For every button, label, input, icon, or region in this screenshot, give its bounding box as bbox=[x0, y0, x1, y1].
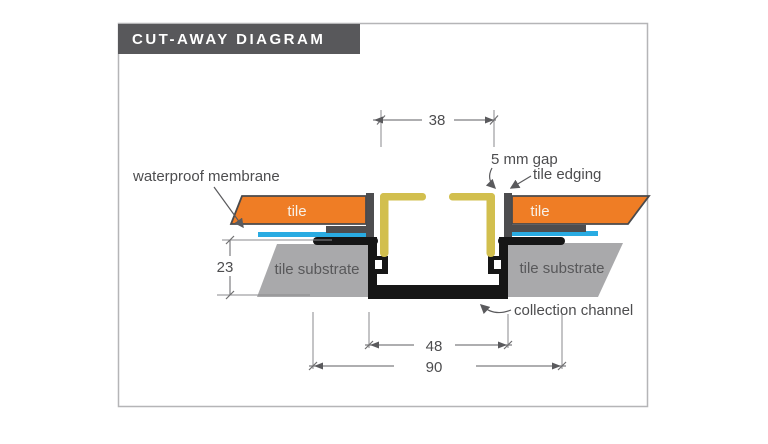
dimension-tile-depth-23: 23 bbox=[212, 235, 332, 300]
substrate-right-label: tile substrate bbox=[519, 260, 604, 277]
substrate-left-label: tile substrate bbox=[274, 261, 359, 278]
dim-tick bbox=[503, 340, 513, 350]
leader-arrow bbox=[485, 167, 497, 190]
dimension-value-48: 48 bbox=[426, 338, 443, 355]
dimension-value-23: 23 bbox=[217, 259, 234, 276]
channel-flange-right bbox=[498, 237, 565, 245]
collection-channel-label: collection channel bbox=[514, 302, 633, 319]
drain-frame-left bbox=[380, 193, 426, 257]
waterproof-membrane-label: waterproof membrane bbox=[132, 168, 280, 185]
dim-arrow bbox=[314, 362, 323, 370]
dim-arrow bbox=[498, 341, 507, 349]
tile-edging-trim-right bbox=[504, 193, 586, 237]
dim-tick bbox=[308, 361, 318, 371]
callout-waterproof-membrane: waterproof membrane bbox=[132, 168, 280, 229]
drain-frame-right bbox=[449, 193, 495, 257]
tile-substrate-right bbox=[508, 243, 623, 297]
channel-clip-right-notch bbox=[494, 260, 501, 269]
dim-arrow bbox=[374, 116, 383, 124]
dimension-top-width-38: 38 bbox=[373, 110, 499, 147]
edging-vertical-left bbox=[366, 193, 374, 237]
tile-left-label: tile bbox=[287, 203, 306, 220]
tile-edging-trim-left bbox=[326, 193, 374, 237]
leader-arrow bbox=[479, 304, 512, 315]
dimension-flange-width-90: 90 bbox=[308, 312, 567, 376]
dimension-value-38: 38 bbox=[429, 112, 446, 129]
diagram-title: CUT-AWAY DIAGRAM bbox=[132, 31, 325, 48]
tile-edging-label: tile edging bbox=[533, 166, 601, 183]
dimension-value-90: 90 bbox=[426, 359, 443, 376]
leader-arrow bbox=[509, 175, 532, 189]
channel-wall-left bbox=[368, 237, 377, 299]
dim-tick bbox=[225, 290, 235, 300]
dim-arrow bbox=[370, 341, 379, 349]
waterproof-membrane-right bbox=[504, 231, 598, 236]
dim-tick bbox=[225, 235, 235, 245]
dimension-channel-width-48: 48 bbox=[364, 312, 513, 355]
diagram-title-bar bbox=[118, 24, 360, 54]
drain-frame-right-leg bbox=[486, 193, 495, 257]
dim-text-backing bbox=[212, 256, 239, 276]
waterproof-membrane-left bbox=[258, 232, 374, 237]
callout-gap: 5 mm gap bbox=[485, 151, 558, 190]
channel-wall-right bbox=[499, 237, 508, 299]
dim-tick bbox=[364, 340, 374, 350]
channel-bottom bbox=[368, 285, 508, 299]
dim-arrow bbox=[485, 116, 494, 124]
leader-arrow bbox=[213, 186, 244, 229]
drain-frame-left-arm bbox=[380, 193, 426, 201]
drain-frame-left-leg bbox=[380, 193, 389, 257]
tile-right-label: tile bbox=[530, 203, 549, 220]
callout-tile-edging: tile edging bbox=[509, 166, 601, 189]
edging-leg-left bbox=[326, 226, 374, 233]
callout-collection-channel: collection channel bbox=[479, 302, 633, 319]
edging-vertical-right bbox=[504, 193, 512, 237]
collection-channel bbox=[313, 237, 565, 299]
dim-arrow bbox=[552, 362, 561, 370]
edging-leg-right bbox=[504, 225, 586, 232]
channel-flange-left bbox=[313, 237, 378, 245]
tile-right bbox=[511, 195, 651, 225]
dim-tick bbox=[557, 361, 567, 371]
tile-substrate-left bbox=[257, 244, 368, 297]
drain-frame-right-arm bbox=[449, 193, 495, 201]
gap-label: 5 mm gap bbox=[491, 151, 558, 168]
channel-clip-left-notch bbox=[375, 260, 382, 269]
